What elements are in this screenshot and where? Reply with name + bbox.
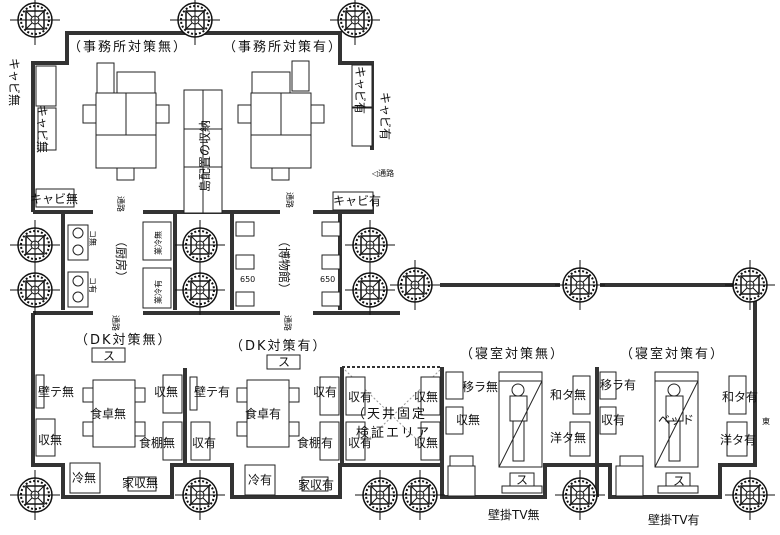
office-furniture bbox=[35, 60, 374, 214]
dk-with-stove: ス bbox=[278, 355, 290, 369]
pillar-icon bbox=[725, 470, 775, 520]
pillar-icon bbox=[175, 470, 225, 520]
dk-with-table: 食卓有 bbox=[245, 406, 281, 421]
compass-east-label: 東 bbox=[762, 416, 770, 426]
dk-with-storage: 収有 bbox=[313, 385, 337, 399]
cabinet-without-inner-label: キャビ無 bbox=[35, 105, 50, 153]
dk-without-storage: 収無 bbox=[154, 384, 178, 399]
cabinet-with-inner-label: キャビ有 bbox=[353, 66, 367, 114]
dk-with-cupboard: 食棚有 bbox=[297, 435, 333, 450]
ceiling-storage-label: 収有 bbox=[348, 436, 372, 450]
stove-with-label: コ有 bbox=[88, 277, 98, 293]
pillar-icon bbox=[10, 265, 60, 315]
dk-with-fridge: 冷有 bbox=[248, 473, 272, 487]
pillar-icon bbox=[555, 470, 605, 520]
aisle-label: 通路 bbox=[116, 196, 126, 212]
pillar-icon bbox=[175, 265, 225, 315]
dk-with-home-storage: 家収有 bbox=[298, 477, 334, 492]
museum-label: （博物館） bbox=[277, 235, 292, 295]
dk-without-table: 食卓無 bbox=[90, 406, 126, 421]
pillar-icon bbox=[395, 470, 445, 520]
dimension-label: 650 bbox=[240, 275, 255, 284]
bedroom-with-wall-tv: 壁掛TV有 bbox=[648, 512, 700, 527]
bedroom-without-storage: 収無 bbox=[456, 412, 480, 427]
dk-without-fridge: 冷無 bbox=[72, 470, 96, 485]
pillar-icon bbox=[175, 220, 225, 270]
cabinet-without-lower-label: キャビ無 bbox=[30, 191, 78, 206]
cabinet-with-outer-label: キャビ有 bbox=[378, 92, 392, 140]
pillar-icon bbox=[10, 0, 60, 45]
kitchen-furniture bbox=[67, 221, 341, 309]
kitchen-label: （厨房） bbox=[114, 235, 129, 283]
dk-furniture bbox=[35, 347, 441, 496]
bedroom-without-wall-tv: 壁掛TV無 bbox=[488, 507, 540, 522]
aisle-label: 通路 bbox=[283, 315, 293, 331]
ceiling-area-line1: （天井固定 bbox=[352, 407, 427, 422]
dk-without-wall-tv: 壁テ無 bbox=[38, 384, 74, 399]
aisle-label: 通路 bbox=[111, 315, 121, 331]
cabinet-without-outer-label: キャビ無 bbox=[7, 58, 22, 106]
bedroom-with-storage: 収有 bbox=[601, 413, 625, 427]
fridge-with-label: 業冷有 bbox=[153, 280, 163, 304]
pillar-icon bbox=[10, 220, 60, 270]
aisle-label: ◁通路 bbox=[371, 168, 394, 178]
pillar-icon bbox=[330, 0, 380, 45]
pillar-icon bbox=[355, 470, 405, 520]
island-storage-label: 島配置の収納 bbox=[197, 120, 212, 192]
cabinet-with-lower-label: キャビ有 bbox=[333, 194, 381, 208]
bedroom-with-title: （寝室対策有） bbox=[620, 346, 725, 362]
dk-with-wall-tv: 壁テ有 bbox=[194, 384, 230, 399]
bedroom-without-stove: ス bbox=[516, 473, 528, 487]
dk-without-storage: 収無 bbox=[38, 432, 62, 447]
office-without-label: （事務所対策無） bbox=[68, 39, 188, 55]
office-with-label: （事務所対策有） bbox=[223, 39, 343, 55]
dk-without-stove: ス bbox=[103, 349, 115, 363]
bedroom-with-bed: ベッド bbox=[658, 413, 694, 427]
ceiling-storage-label: 収有 bbox=[348, 390, 372, 404]
bedroom-without-chest: 和タ無 bbox=[550, 387, 586, 402]
dimension-label: 650 bbox=[320, 275, 335, 284]
aisle-label: 通路 bbox=[285, 192, 295, 208]
bedroom-with-chest: 和タ有 bbox=[722, 390, 758, 404]
fridge-without-label: 業冷無 bbox=[153, 231, 163, 255]
pillar-icon bbox=[345, 265, 395, 315]
walls bbox=[31, 31, 757, 499]
pillar-icon bbox=[10, 470, 60, 520]
ceiling-area-line2: 検証エリア bbox=[356, 426, 431, 441]
pillar-icon bbox=[170, 0, 220, 45]
dk-without-title: （DK対策無） bbox=[75, 332, 173, 348]
stove-without-label: コ無 bbox=[88, 230, 98, 246]
pillar-icon bbox=[390, 260, 440, 310]
bedroom-without-title: （寝室対策無） bbox=[460, 346, 565, 362]
pillar-icon bbox=[725, 260, 775, 310]
ceiling-storage-label: 収無 bbox=[414, 389, 438, 404]
bedroom-with-wardrobe: 洋タ有 bbox=[720, 432, 756, 447]
dk-without-home-storage: 家収無 bbox=[122, 475, 158, 490]
bedroom-with-stove: ス bbox=[673, 474, 685, 488]
pillars bbox=[10, 0, 775, 520]
bedroom-without-wardrobe: 洋タ無 bbox=[550, 430, 586, 445]
pillar-icon bbox=[345, 220, 395, 270]
bedroom-without-rack: 移ラ無 bbox=[462, 379, 498, 394]
dk-without-cupboard: 食棚無 bbox=[139, 435, 175, 450]
bedroom-with-rack: 移ラ有 bbox=[600, 378, 636, 392]
dk-with-storage: 収有 bbox=[192, 436, 216, 450]
pillar-icon bbox=[555, 260, 605, 310]
ceiling-storage-label: 収無 bbox=[414, 435, 438, 450]
bedroom-furniture bbox=[445, 371, 748, 497]
dk-with-title: （DK対策有） bbox=[230, 338, 328, 354]
